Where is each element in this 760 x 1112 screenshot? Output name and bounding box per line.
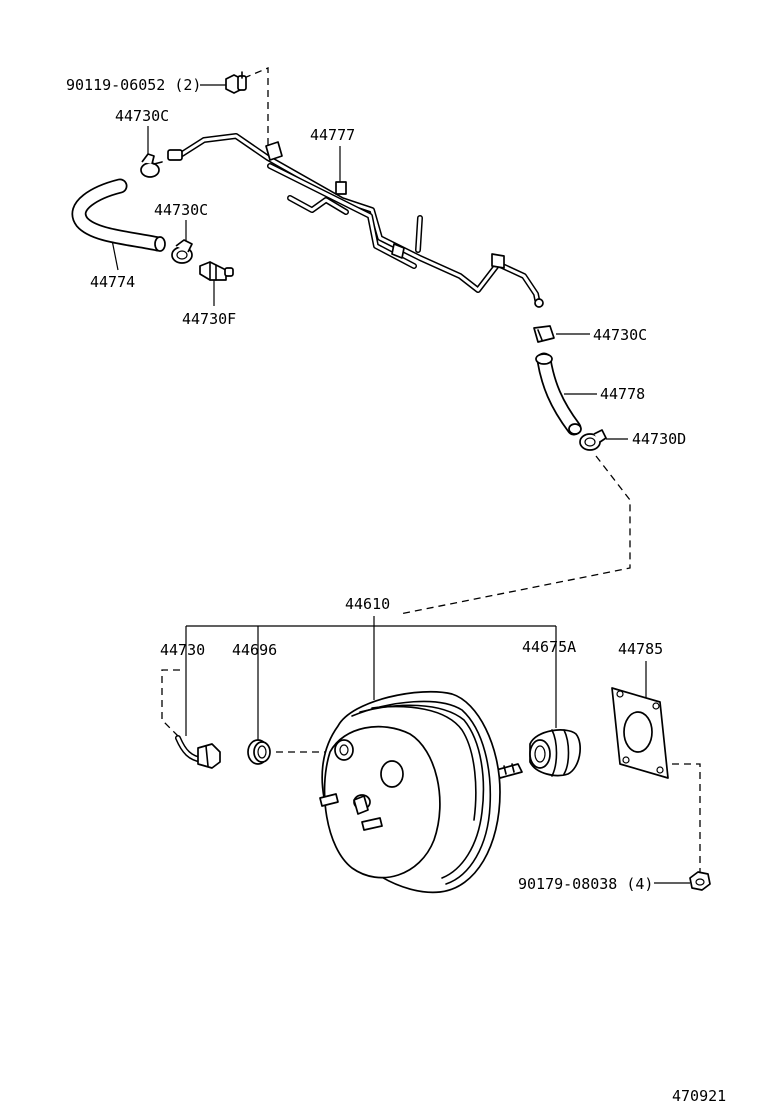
label-tube: 44777	[310, 126, 355, 144]
label-diagram-id: 470921	[672, 1087, 726, 1105]
hose-clip-mid-icon	[171, 239, 193, 264]
label-booster: 44610	[345, 595, 390, 613]
label-clip-upper-left: 44730C	[115, 107, 169, 125]
label-clip-mid: 44730C	[154, 201, 208, 219]
nut-icon	[689, 871, 711, 891]
leader-lines	[111, 84, 690, 884]
label-hose-right: 44778	[600, 385, 645, 403]
union-fitting-icon	[175, 735, 221, 769]
label-clip-lower-right: 44730D	[632, 430, 686, 448]
vacuum-tube	[167, 133, 544, 308]
label-grommet: 44696	[232, 641, 277, 659]
bolt-icon	[225, 71, 247, 94]
label-gasket: 44785	[618, 640, 663, 658]
brake-booster-icon	[319, 690, 523, 894]
label-boot: 44675A	[522, 638, 576, 656]
label-nut: 90179-08038 (4)	[518, 875, 653, 893]
grommet-icon	[247, 739, 271, 765]
label-check-valve: 44730F	[182, 310, 236, 328]
label-hose-left: 44774	[90, 273, 135, 291]
gasket-icon	[611, 687, 669, 779]
boot-seal-icon	[529, 729, 581, 777]
vacuum-hose-left	[71, 178, 166, 252]
dashed-guides	[161, 67, 701, 876]
label-union: 44730	[160, 641, 205, 659]
label-bolt-top: 90119-06052 (2)	[66, 76, 201, 94]
hose-clip-right-icon	[533, 325, 555, 343]
vacuum-hose-right	[535, 352, 582, 436]
check-valve-icon	[199, 261, 234, 281]
hose-clip-lower-icon	[579, 429, 607, 451]
label-clip-right: 44730C	[593, 326, 647, 344]
hose-clip-icon	[140, 153, 163, 178]
